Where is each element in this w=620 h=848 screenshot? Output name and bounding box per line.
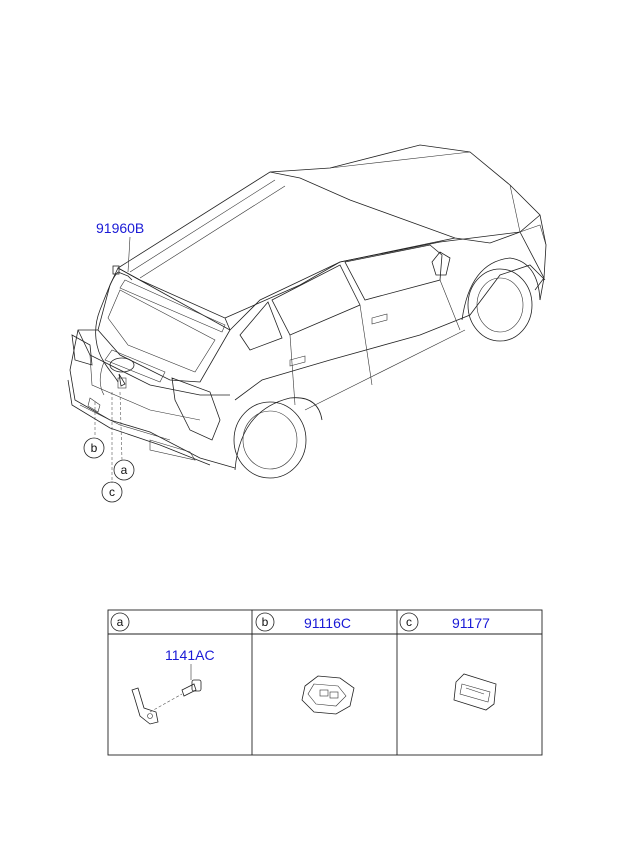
table-part-91177: 91177: [452, 615, 490, 631]
wiring-harness: [95, 265, 133, 396]
table-letter-b: b: [262, 615, 269, 629]
table-letter-c: c: [406, 615, 412, 629]
callout-c-letter: c: [109, 485, 115, 499]
antenna-connector: [112, 265, 120, 275]
table-letter-a: a: [117, 615, 124, 629]
part-label-91960b: 91960B: [96, 220, 144, 236]
callout-b-letter: b: [91, 441, 98, 455]
table-cell-c-header: c 91177: [399, 612, 490, 632]
connector-91116c: [301, 675, 355, 715]
vehicle-illustration: [67, 144, 547, 479]
leader-lines: [94, 236, 131, 483]
grommet-91177: [453, 673, 497, 711]
callout-b: b: [83, 437, 105, 459]
table-cell-b-header: b 91116C: [255, 612, 351, 632]
table-cell-a-header: a: [110, 612, 130, 632]
part-label-1141ac: 1141AC: [165, 647, 215, 663]
parts-table: a b 91116C c 91177 1141AC: [107, 609, 543, 756]
callout-a-letter: a: [121, 463, 128, 477]
table-part-91116c: 91116C: [304, 615, 351, 631]
bolt-and-ground-plate: 1141AC: [131, 647, 215, 725]
callout-a: a: [113, 459, 135, 481]
callout-c: c: [101, 481, 123, 503]
